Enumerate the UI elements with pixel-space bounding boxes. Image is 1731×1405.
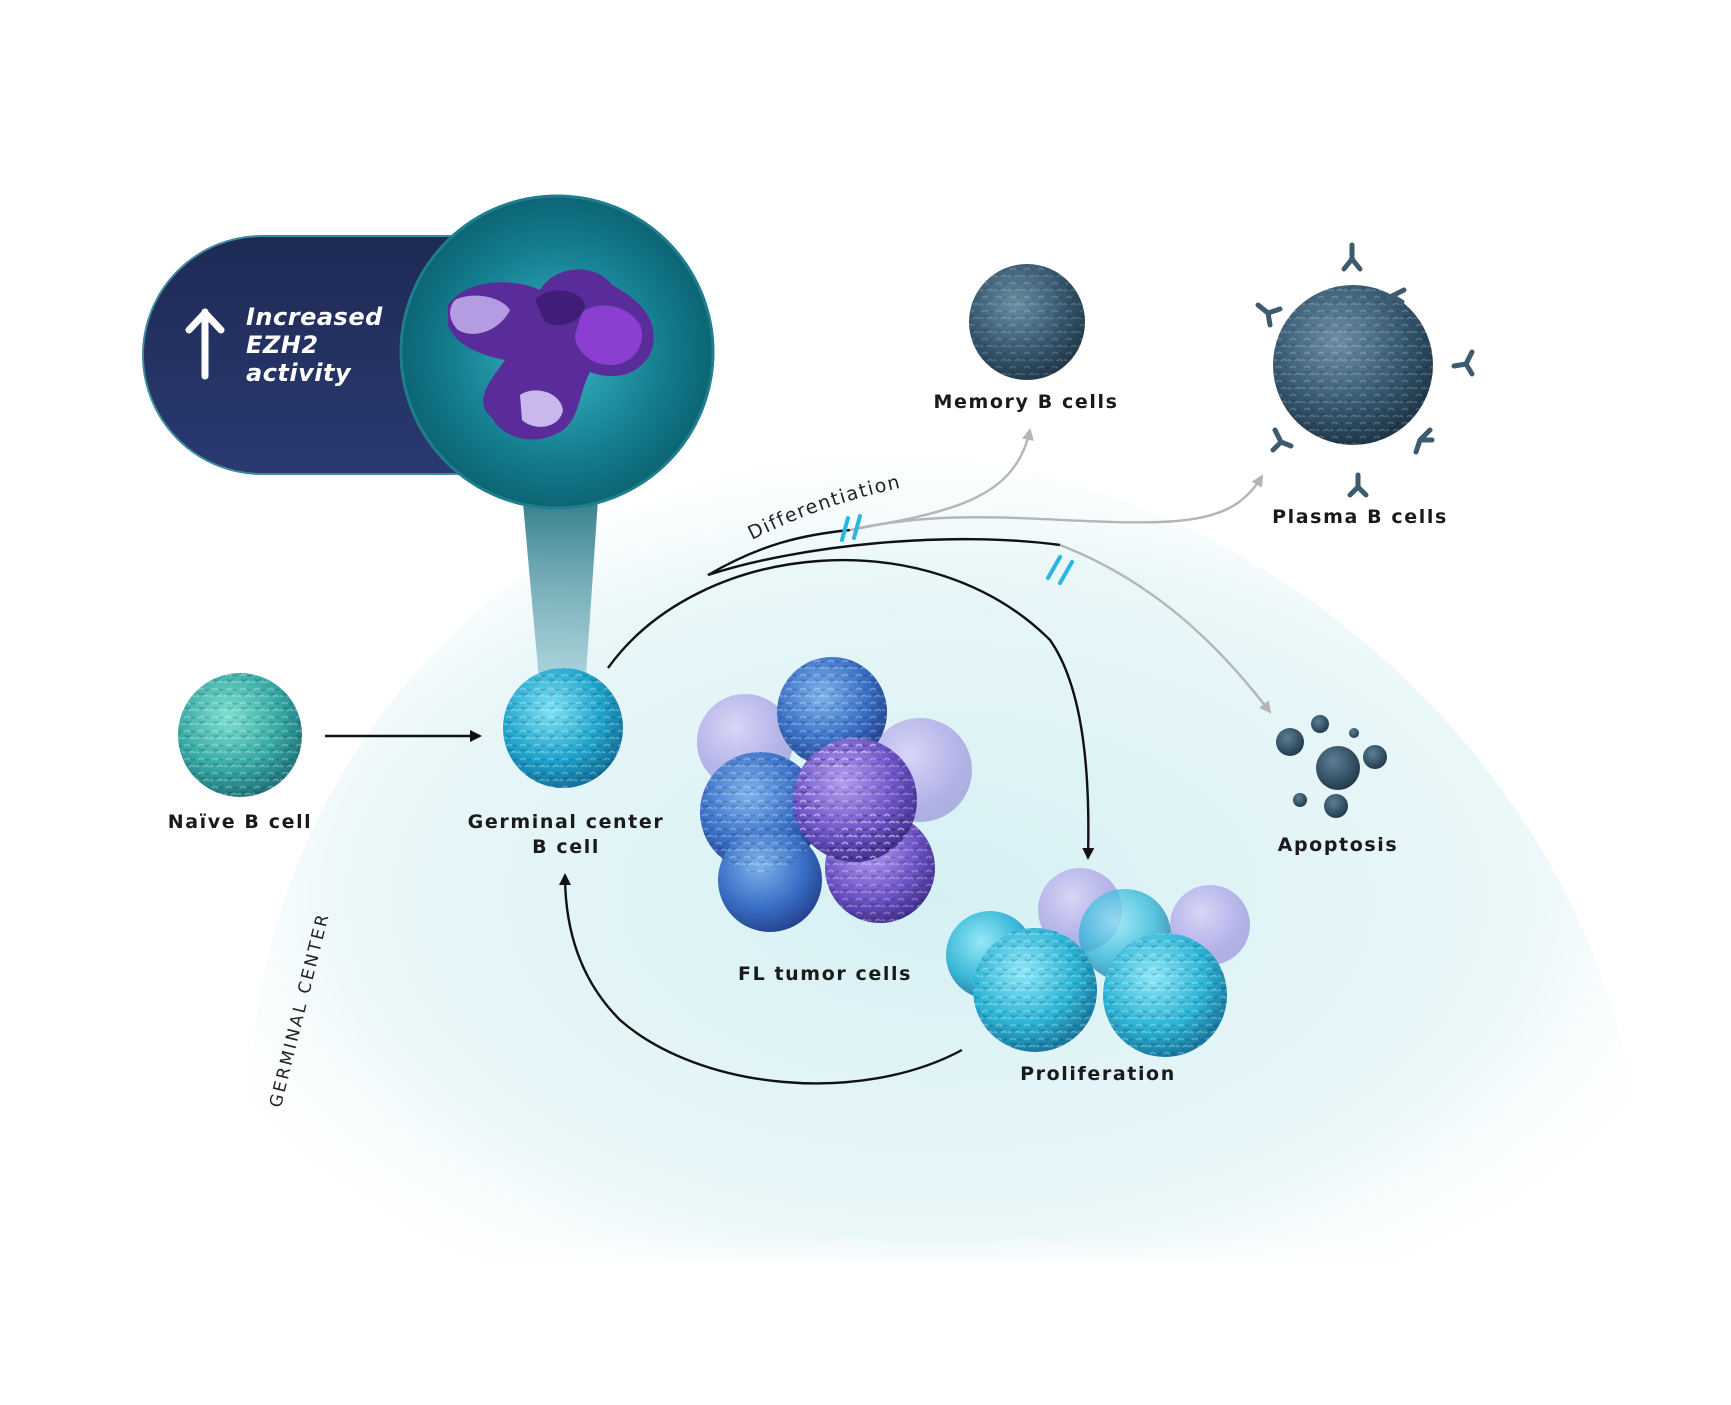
memory-b-cells-label: Memory B cells	[933, 391, 1119, 413]
arrow-proliferation-to-gc	[559, 873, 963, 1085]
memory-b-cell	[969, 264, 1085, 380]
plasma-b-cell	[1273, 285, 1433, 445]
naive-b-cell	[178, 673, 302, 797]
apoptotic-bodies	[1276, 715, 1387, 818]
banner-line-2: EZH2	[246, 331, 319, 359]
differentiation-path	[707, 528, 1061, 577]
apoptosis-label: Apoptosis	[1277, 834, 1399, 856]
gc-label-line-2: B cell	[532, 836, 600, 858]
arrow-to-apoptosis	[1059, 543, 1272, 714]
gc-label-line-1: Germinal center	[467, 811, 665, 833]
naive-b-cell-label: Naïve B cell	[167, 811, 313, 833]
fl-tumor-cells-label: FL tumor cells	[737, 963, 913, 985]
ezh2-banner-text: Increased EZH2 activity	[246, 303, 383, 387]
block-mark-differentiation	[840, 514, 862, 542]
block-mark-apoptosis	[1046, 555, 1074, 585]
callout-stem	[520, 470, 600, 690]
proliferation-label: Proliferation	[1020, 1063, 1176, 1085]
ezh2-molecule	[399, 194, 715, 510]
germinal-center-b-cell	[503, 668, 623, 788]
antibody-icon	[1255, 242, 1475, 498]
ezh2-banner	[142, 235, 471, 475]
fl-tumor-cell-cluster	[697, 657, 972, 932]
germinal-center-b-cell-label: Germinal center B cell	[468, 810, 665, 860]
germinal-center-dome	[230, 455, 1650, 1280]
proliferating-cells	[946, 868, 1250, 1057]
banner-line-3: activity	[246, 359, 352, 387]
up-arrow-icon	[185, 308, 225, 380]
banner-line-1: Increased	[246, 303, 383, 331]
plasma-b-cells-label: Plasma B cells	[1272, 506, 1448, 528]
arrow-to-plasma	[849, 474, 1264, 532]
arrow-gc-to-proliferation	[607, 558, 1095, 860]
